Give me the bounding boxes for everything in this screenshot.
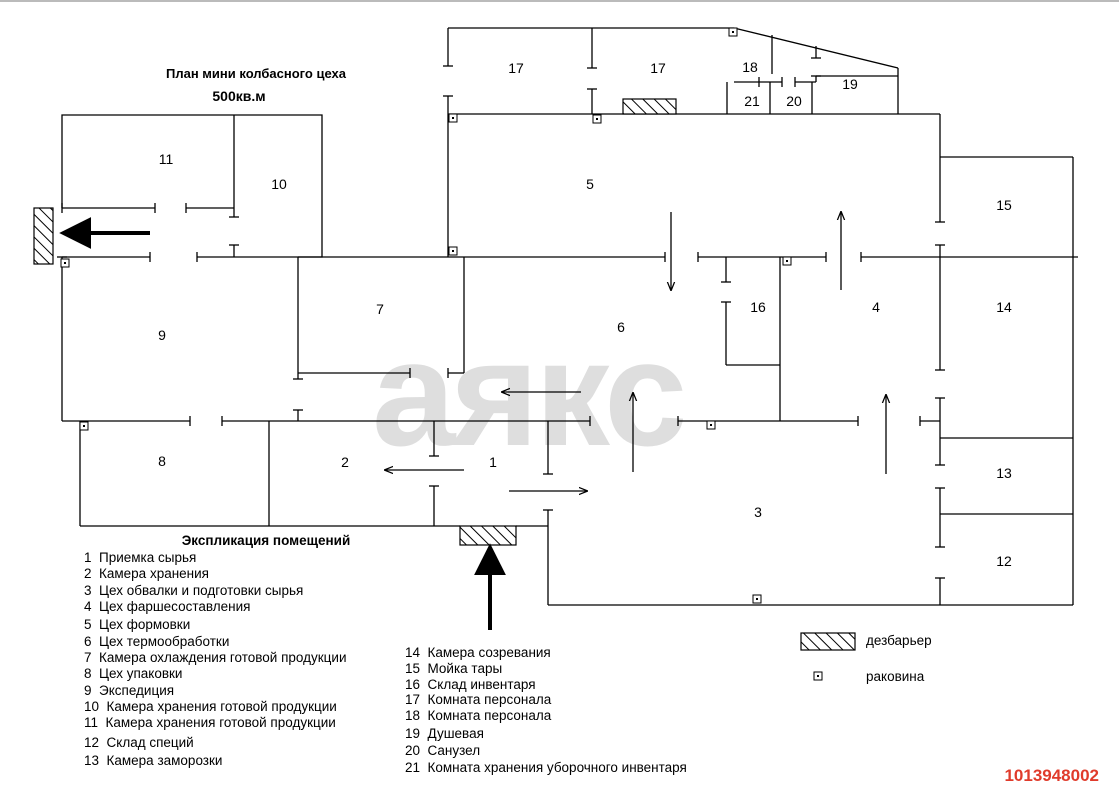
sink-icon [752,594,762,604]
sink-legend-label: раковина [866,669,925,684]
disinfection-barriers [33,98,677,546]
walls [57,27,1078,606]
barrier-legend-icon [800,632,856,651]
barrier-legend-label: дезбарьер [866,633,932,648]
room-label-5: 5 [586,176,594,192]
explication-item: 20 Санузел [405,743,480,758]
sink-icon [60,258,70,268]
room-label-15: 15 [996,197,1012,213]
room-label-21: 21 [744,93,760,109]
sink-icon [782,256,792,266]
sinks [60,27,792,604]
room-label-17a: 17 [508,60,524,76]
room-label-4: 4 [872,299,880,315]
room-label-20: 20 [786,93,802,109]
room-label-3: 3 [754,504,762,520]
barrier-west-exit [33,207,54,265]
room-label-2: 2 [341,454,349,470]
explication-heading: Экспликация помещений [182,533,351,548]
explication-item: 16 Склад инвентаря [405,677,536,692]
sink-icon [79,421,89,431]
explication-item: 9 Экспедиция [84,683,174,698]
explication-item: 11 Камера хранения готовой продукции [84,715,336,730]
explication-item: 10 Камера хранения готовой продукции [84,699,337,714]
room-label-17b: 17 [650,60,666,76]
sink-icon [706,420,716,430]
watermark: аякс [372,309,684,477]
plan-area: 500кв.м [212,88,265,104]
room-label-12: 12 [996,553,1012,569]
explication-item: 7 Камера охлаждения готовой продукции [84,650,346,665]
explication-item: 21 Комната хранения уборочного инвентаря [405,760,687,775]
explication-item: 14 Камера созревания [405,645,551,660]
explication-item: 13 Камера заморозки [84,753,222,768]
explication-item: 3 Цех обвалки и подготовки сырья [84,583,303,598]
explication-item: 15 Мойка тары [405,661,502,676]
plan-title: План мини колбасного цеха [166,66,347,81]
room-label-13: 13 [996,465,1012,481]
sink-icon [728,27,738,37]
room-label-11: 11 [159,151,174,167]
room-label-9: 9 [158,327,166,343]
room-labels: 1 2 3 4 5 6 7 8 9 10 11 12 13 14 15 16 1… [158,59,1012,569]
room-label-7: 7 [376,301,384,317]
explication-item: 1 Приемка сырья [84,550,196,565]
room-label-18: 18 [742,59,758,75]
listing-number: 1013948002 [1004,766,1099,785]
sink-legend-icon [813,671,823,681]
room-label-19: 19 [842,76,858,92]
explication-item: 19 Душевая [405,726,484,741]
room-label-1: 1 [489,454,497,470]
room-label-6: 6 [617,319,625,335]
room-label-10: 10 [271,176,287,192]
sink-icon [592,114,602,124]
barrier-staff-entrance [622,98,677,115]
room-label-16: 16 [750,299,766,315]
explication-item: 12 Склад специй [84,735,194,750]
explication-item: 8 Цех упаковки [84,666,182,681]
explication-item: 5 Цех формовки [84,617,190,632]
room-label-14: 14 [996,299,1012,315]
sink-icon [448,113,458,123]
barrier-main-entrance [459,525,517,546]
explication-item: 6 Цех термообработки [84,634,229,649]
explication-item: 18 Комната персонала [405,708,552,723]
room-label-8: 8 [158,453,166,469]
explication-item: 2 Камера хранения [84,566,209,581]
sink-icon [448,246,458,256]
explication-item: 17 Комната персонала [405,692,552,707]
flow-arrows [59,212,886,630]
explication-item: 4 Цех фаршесоставления [84,599,250,614]
